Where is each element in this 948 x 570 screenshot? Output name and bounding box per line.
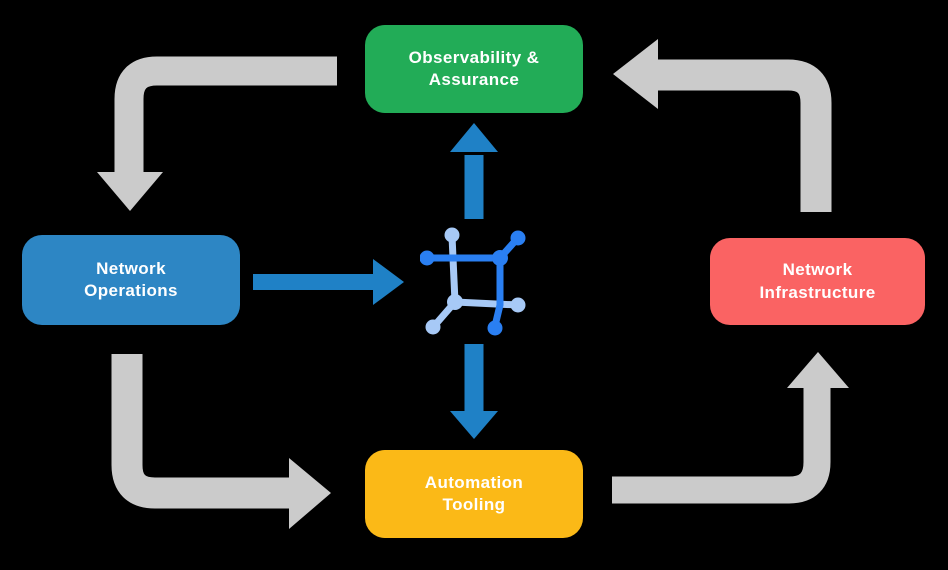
arrow-shaft: [612, 388, 831, 504]
arrow-hub-to-observability: [450, 123, 498, 219]
hub-node: [444, 227, 460, 243]
network-hub-icon: [420, 227, 526, 336]
hub-node: [510, 297, 526, 313]
arrow-head-down: [450, 411, 498, 439]
node-label: Network Infrastructure: [759, 260, 876, 302]
hub-light-nodes: [425, 227, 526, 335]
arrow-shaft: [658, 59, 832, 212]
hub-node: [487, 320, 503, 336]
node-automation-tooling: Automation Tooling: [365, 450, 583, 538]
node-label: Automation Tooling: [424, 472, 524, 514]
hub-link: [448, 232, 459, 306]
hub-dark-nodes: [420, 230, 526, 336]
node-network-infrastructure: Network Infrastructure: [710, 238, 925, 325]
hub-link: [491, 254, 504, 330]
arrow-observability-to-operations: [97, 56, 337, 211]
hub-node: [492, 250, 508, 266]
node-network-operations: Network Operations: [22, 235, 240, 325]
arrow-automation-to-infrastructure: [612, 352, 849, 504]
arrow-head-up: [787, 352, 849, 388]
node-label: Observability & Assurance: [408, 47, 540, 89]
hub-node: [510, 230, 526, 246]
node-label: Network Operations: [84, 258, 178, 300]
arrow-operations-to-automation: [111, 354, 331, 529]
arrow-infrastructure-to-observability: [613, 39, 832, 212]
arrow-shaft: [114, 56, 337, 173]
arrow-head-down: [97, 172, 163, 211]
arrow-head-up: [450, 123, 498, 152]
arrow-head-right: [289, 458, 331, 529]
hub-node: [425, 319, 441, 335]
node-observability-assurance: Observability & Assurance: [365, 25, 583, 113]
arrow-shaft: [111, 354, 289, 509]
hub-link: [451, 298, 522, 309]
arrow-hub-to-automation: [450, 344, 498, 439]
arrow-head-left: [613, 39, 658, 109]
hub-node: [447, 294, 463, 310]
arrow-operations-to-hub: [253, 259, 404, 305]
hub-node: [420, 250, 435, 266]
arrow-head-right: [373, 259, 404, 305]
